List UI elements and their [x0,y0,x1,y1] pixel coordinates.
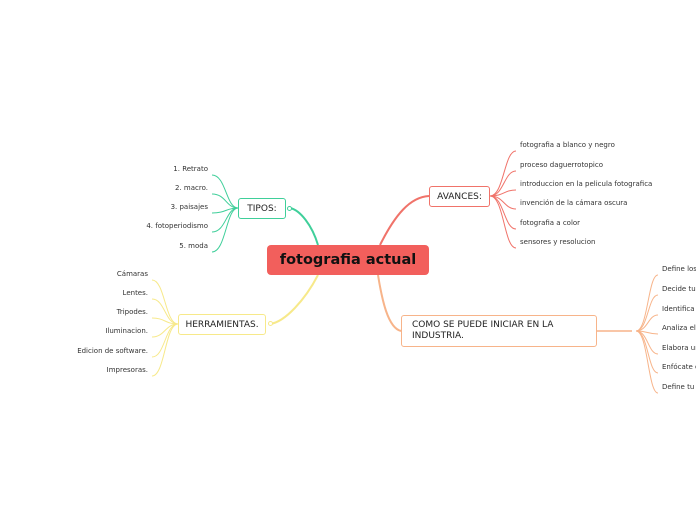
leaf-topic[interactable]: Cámaras [116,270,148,278]
leaf-topic[interactable]: introduccion en la pelicula fotografica [520,180,653,188]
central-topic[interactable]: fotografia actual [267,245,429,275]
connector-line [269,274,319,325]
branch-tipos[interactable]: TIPOS: [238,198,286,219]
tipos-connectors [211,174,319,253]
connector-line [635,294,659,332]
leaf-topic[interactable]: invención de la cámara oscura [520,199,628,207]
branch-avances-label: AVANCES: [437,191,482,202]
connector-line [211,207,239,233]
leaf-topic[interactable]: 4. fotoperiodismo [146,222,208,230]
connector-line [211,193,239,209]
leaf-topic[interactable]: Iluminacion. [105,327,148,335]
connector-line [151,323,179,358]
leaf-topic[interactable]: Tripodes. [116,308,148,316]
connector-line [489,150,517,197]
connector-line [211,174,239,209]
branch-avances[interactable]: AVANCES: [429,186,490,207]
connector-line [635,314,659,332]
leaf-topic[interactable]: fotografia a blanco y negro [520,141,615,149]
leaf-topic[interactable]: Decide tu [662,285,696,293]
connector-line [489,170,517,197]
central-topic-label: fotografia actual [279,252,417,268]
leaf-topic[interactable]: Enfócate e [662,363,696,371]
leaf-topic[interactable]: Define los [662,265,696,273]
connector-line [211,207,239,253]
leaf-topic[interactable]: Analiza el [662,324,696,332]
branch-industria[interactable]: COMO SE PUEDE INICIAR EN LA INDUSTRIA. [401,315,597,347]
leaf-topic[interactable]: 3. paisajes [170,203,208,211]
leaf-topic[interactable]: 2. macro. [175,184,208,192]
leaf-topic[interactable]: Lentes. [122,289,148,297]
leaf-topic[interactable]: Define tu [662,383,695,391]
industria-connectors [377,274,659,394]
branch-tipos-label: TIPOS: [247,203,277,214]
leaf-topic[interactable]: 1. Retrato [173,165,208,173]
herramientas-collapse-dot[interactable] [268,321,273,326]
connector-line [635,330,659,394]
leaf-topic[interactable]: Identifica [662,305,695,313]
avances-connectors [379,150,517,249]
connector-line [489,195,517,249]
branch-herramientas[interactable]: HERRAMIENTAS. [178,314,266,335]
leaf-topic[interactable]: Edicion de software. [77,347,148,355]
branch-herramientas-label: HERRAMIENTAS. [185,319,259,330]
connector-line [151,298,179,325]
leaf-topic[interactable]: Impresoras. [106,366,148,374]
leaf-topic[interactable]: fotografia a color [520,219,581,227]
connector-line [151,279,179,325]
leaf-topic[interactable]: 5. moda [179,242,208,250]
leaf-topic[interactable]: Elabora un [662,344,696,352]
tipos-collapse-dot[interactable] [287,206,292,211]
connector-line [289,207,319,246]
leaf-topic[interactable]: proceso daguerrotopico [520,161,603,169]
connector-line [635,274,659,332]
herramientas-connectors [151,274,319,377]
branch-industria-label: COMO SE PUEDE INICIAR EN LA INDUSTRIA. [412,320,554,341]
connector-line [379,195,430,246]
connector-line [377,274,402,332]
connector-line [635,330,659,374]
leaf-topic[interactable]: sensores y resolucion [520,238,596,246]
connector-line [489,195,517,230]
connector-line [151,323,179,377]
